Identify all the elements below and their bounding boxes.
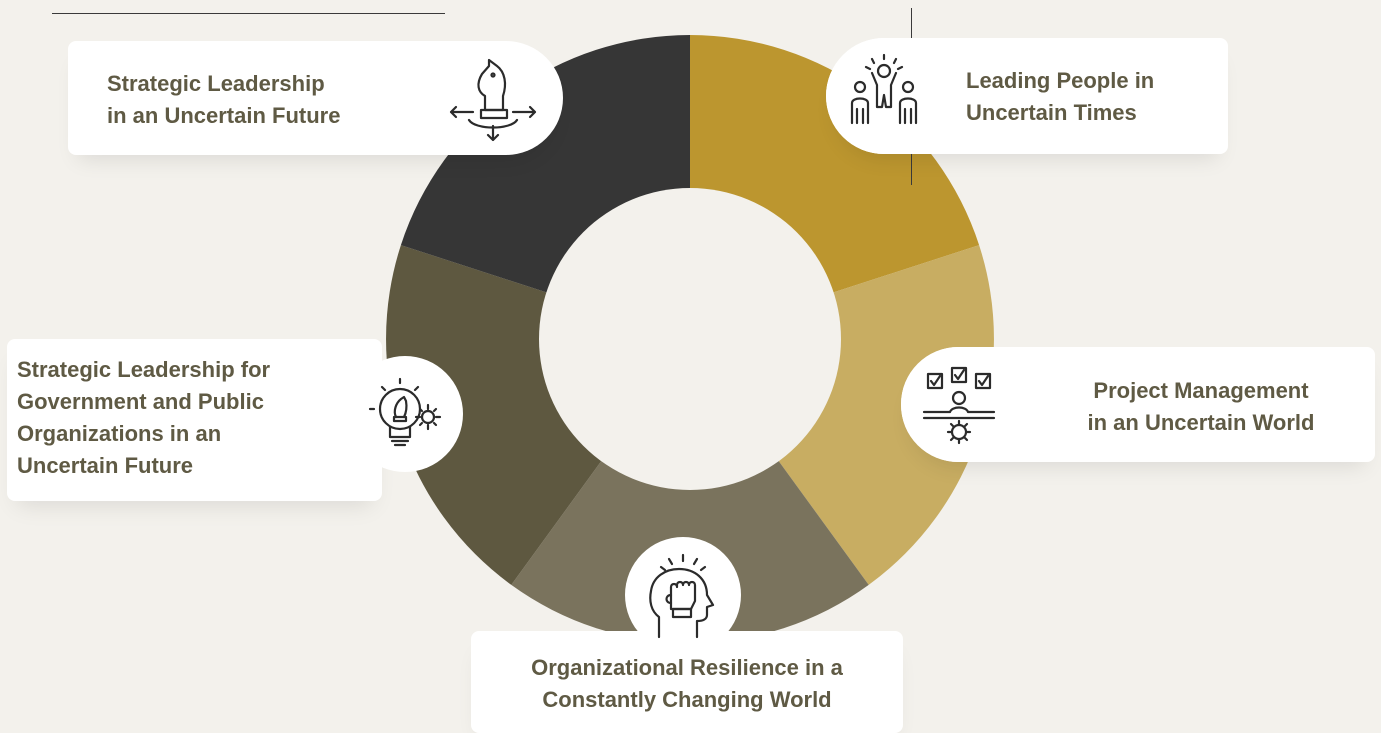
card-strategic-leadership-label: Strategic Leadership in an Uncertain Fut… (107, 68, 340, 132)
card-leading-people: Leading People in Uncertain Times (826, 38, 1228, 154)
label-line: Organizational Resilience in a (531, 655, 843, 680)
label-line: Strategic Leadership (107, 71, 325, 96)
label-line: Project Management (1093, 378, 1309, 403)
card-project-management: Project Management in an Uncertain World (901, 347, 1375, 462)
card-project-management-label: Project Management in an Uncertain World (1051, 375, 1351, 439)
segment-organizational-resilience (511, 339, 869, 643)
card-org-resilience-label: Organizational Resilience in a Constantl… (471, 652, 903, 716)
lightbulb-chess-gear-icon (347, 356, 463, 472)
card-strategic-leadership: Strategic Leadership in an Uncertain Fut… (68, 41, 563, 155)
card-leading-people-label: Leading People in Uncertain Times (966, 65, 1154, 129)
label-line: Constantly Changing World (542, 687, 832, 712)
fist-head-icon (625, 537, 741, 653)
label-line: in an Uncertain World (1087, 410, 1315, 435)
label-line: Uncertain Future (17, 453, 194, 478)
chess-knight-icon (436, 41, 550, 155)
donut-hole (539, 188, 841, 490)
label-line: Organizations in an (17, 421, 222, 446)
decorative-line-top (52, 13, 445, 14)
team-tasks-icon (901, 347, 1016, 462)
label-line: Uncertain Times (966, 100, 1137, 125)
label-line: Leading People in (966, 68, 1155, 93)
label-line: in an Uncertain Future (107, 103, 341, 128)
card-strategic-government: Strategic Leadership for Government and … (7, 339, 382, 501)
label-line: Government and Public (17, 389, 264, 414)
card-strategic-government-label: Strategic Leadership for Government and … (17, 354, 270, 482)
label-line: Strategic Leadership for (17, 357, 271, 382)
people-team-icon (826, 38, 942, 154)
